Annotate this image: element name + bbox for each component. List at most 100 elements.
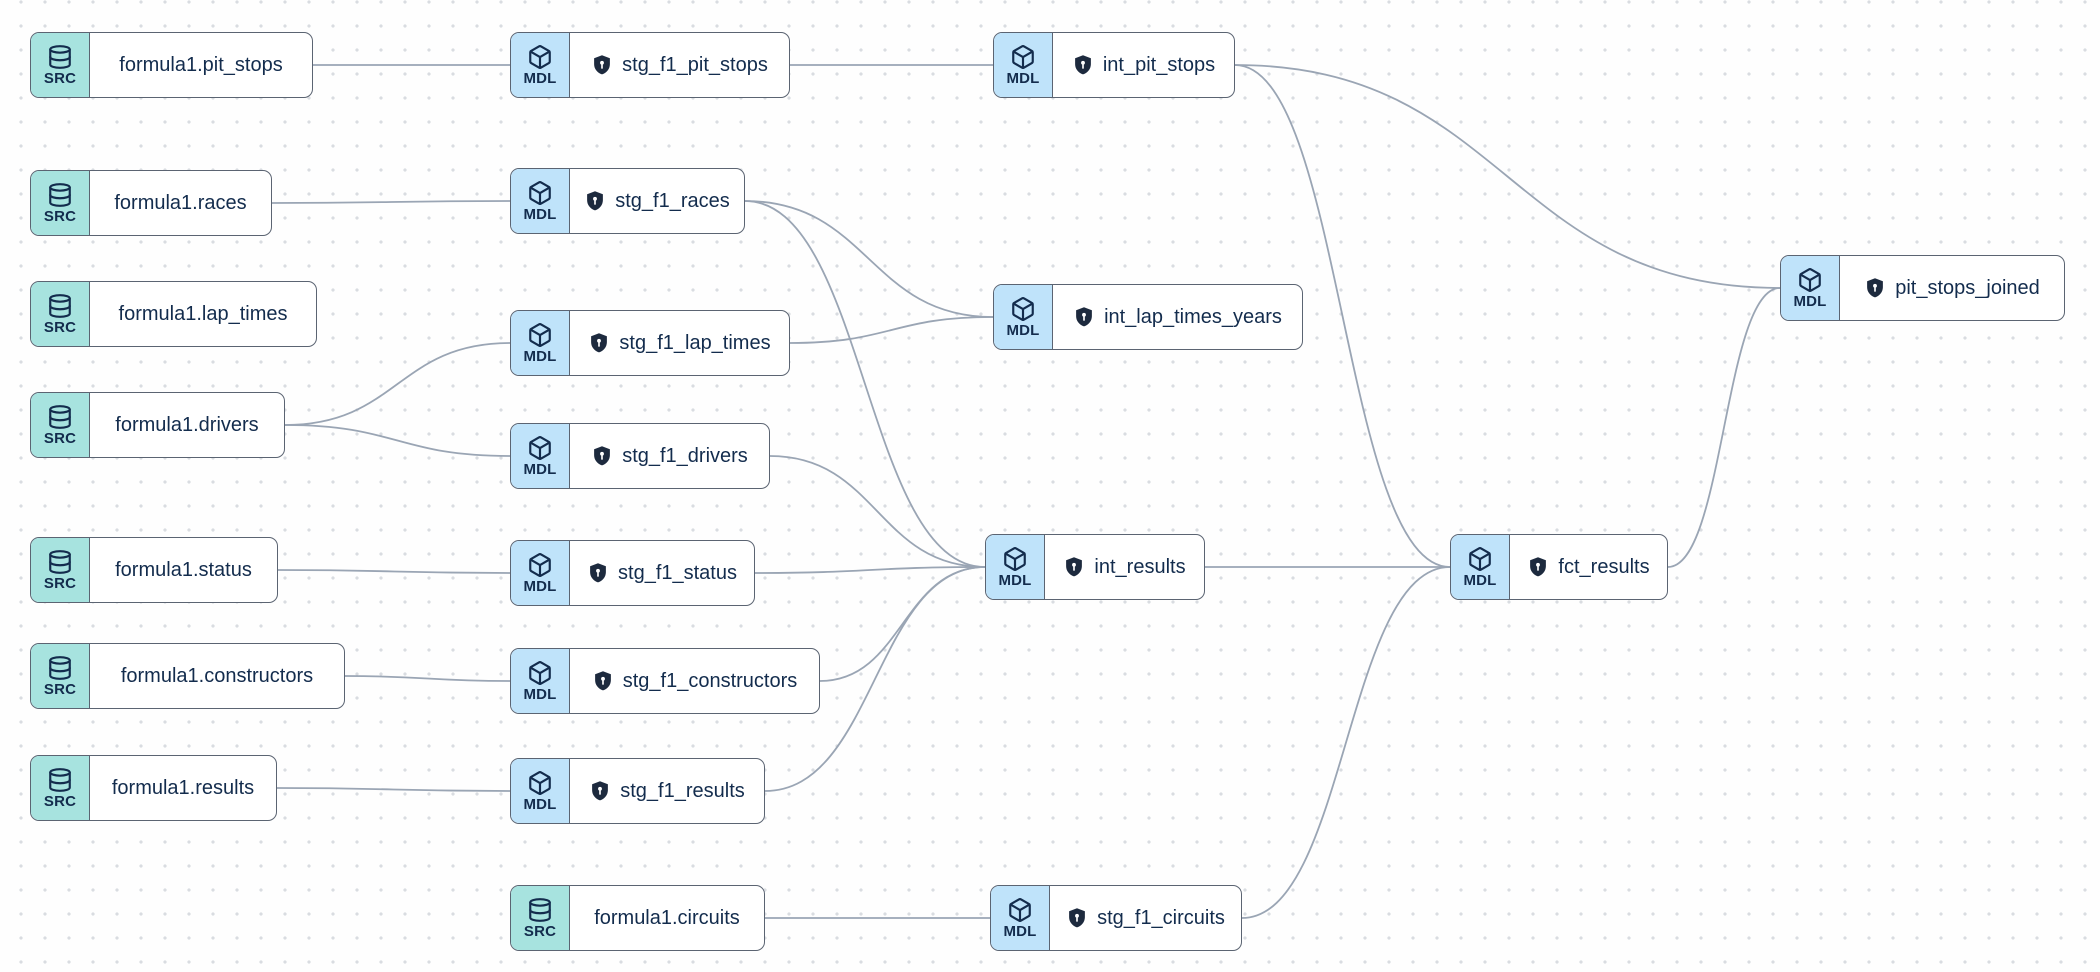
badge-label: SRC bbox=[43, 429, 77, 447]
node-label: formula1.drivers bbox=[115, 414, 259, 436]
node-src_status[interactable]: SRC formula1.status bbox=[30, 537, 278, 603]
node-type-badge: MDL bbox=[511, 759, 570, 823]
badge-label: MDL bbox=[1463, 571, 1497, 589]
node-src_results[interactable]: SRC formula1.results bbox=[30, 755, 277, 821]
cube-icon bbox=[527, 770, 553, 796]
shield-lock-icon bbox=[587, 562, 609, 584]
cube-icon bbox=[527, 180, 553, 206]
node-pit_stops_joined[interactable]: MDL pit_stops_joined bbox=[1780, 255, 2065, 321]
cube-icon bbox=[1467, 546, 1493, 572]
node-body: formula1.results bbox=[90, 756, 276, 820]
node-type-badge: MDL bbox=[511, 169, 570, 233]
shield-lock-icon bbox=[1066, 907, 1088, 929]
node-stg_f1_circuits[interactable]: MDL stg_f1_circuits bbox=[990, 885, 1242, 951]
edge-int_pit_stops-to-pit_stops_joined bbox=[1234, 64, 1781, 289]
node-type-badge: MDL bbox=[511, 311, 570, 375]
edge-src_drivers-to-stg_f1_drivers bbox=[284, 424, 511, 457]
node-stg_f1_drivers[interactable]: MDL stg_f1_drivers bbox=[510, 423, 770, 489]
node-src_constructors[interactable]: SRC formula1.constructors bbox=[30, 643, 345, 709]
node-type-badge: SRC bbox=[31, 282, 90, 346]
node-body: stg_f1_lap_times bbox=[570, 311, 789, 375]
node-src_circuits[interactable]: SRC formula1.circuits bbox=[510, 885, 765, 951]
node-type-badge: MDL bbox=[511, 424, 570, 488]
cube-icon bbox=[1007, 897, 1033, 923]
edge-stg_f1_circuits-to-fct_results bbox=[1241, 566, 1451, 919]
node-label: formula1.constructors bbox=[120, 665, 314, 687]
node-body: formula1.drivers bbox=[90, 393, 284, 457]
node-body: pit_stops_joined bbox=[1840, 256, 2064, 320]
node-src_lap_times[interactable]: SRC formula1.lap_times bbox=[30, 281, 317, 347]
shield-lock-icon bbox=[1063, 556, 1085, 578]
node-body: int_lap_times_years bbox=[1053, 285, 1302, 349]
node-body: int_results bbox=[1045, 535, 1204, 599]
node-fct_results[interactable]: MDL fct_results bbox=[1450, 534, 1668, 600]
badge-label: MDL bbox=[523, 69, 557, 87]
edge-stg_f1_constructors-to-int_results bbox=[819, 566, 986, 682]
node-stg_f1_pit_stops[interactable]: MDL stg_f1_pit_stops bbox=[510, 32, 790, 98]
edge-src_status-to-stg_f1_status bbox=[277, 569, 511, 574]
node-type-badge: MDL bbox=[1451, 535, 1510, 599]
edge-int_pit_stops-to-fct_results bbox=[1234, 64, 1451, 568]
badge-label: SRC bbox=[523, 922, 557, 940]
node-body: stg_f1_results bbox=[570, 759, 764, 823]
node-type-badge: MDL bbox=[511, 541, 570, 605]
shield-lock-icon bbox=[591, 445, 613, 467]
badge-label: MDL bbox=[523, 347, 557, 365]
node-label: stg_f1_results bbox=[620, 780, 745, 802]
edge-src_races-to-stg_f1_races bbox=[271, 200, 511, 204]
database-icon bbox=[47, 293, 73, 319]
node-label: formula1.lap_times bbox=[118, 303, 288, 325]
node-src_races[interactable]: SRC formula1.races bbox=[30, 170, 272, 236]
database-icon bbox=[47, 655, 73, 681]
node-int_pit_stops[interactable]: MDL int_pit_stops bbox=[993, 32, 1235, 98]
edge-stg_f1_lap_times-to-int_lap_times_years bbox=[789, 316, 994, 344]
cube-icon bbox=[527, 435, 553, 461]
edge-src_drivers-to-stg_f1_lap_times bbox=[284, 342, 511, 426]
node-stg_f1_constructors[interactable]: MDL stg_f1_constructors bbox=[510, 648, 820, 714]
cube-icon bbox=[527, 660, 553, 686]
shield-lock-icon bbox=[584, 190, 606, 212]
cube-icon bbox=[1010, 296, 1036, 322]
shield-lock-icon bbox=[589, 780, 611, 802]
node-label: int_pit_stops bbox=[1102, 54, 1216, 76]
badge-label: MDL bbox=[523, 795, 557, 813]
badge-label: MDL bbox=[1003, 922, 1037, 940]
node-src_drivers[interactable]: SRC formula1.drivers bbox=[30, 392, 285, 458]
node-body: stg_f1_status bbox=[570, 541, 754, 605]
node-int_results[interactable]: MDL int_results bbox=[985, 534, 1205, 600]
node-stg_f1_results[interactable]: MDL stg_f1_results bbox=[510, 758, 765, 824]
badge-label: MDL bbox=[523, 205, 557, 223]
node-type-badge: MDL bbox=[986, 535, 1045, 599]
node-body: stg_f1_drivers bbox=[570, 424, 769, 488]
database-icon bbox=[47, 767, 73, 793]
node-type-badge: SRC bbox=[31, 756, 90, 820]
node-type-badge: MDL bbox=[511, 649, 570, 713]
badge-label: MDL bbox=[1006, 69, 1040, 87]
badge-label: MDL bbox=[1793, 292, 1827, 310]
node-stg_f1_lap_times[interactable]: MDL stg_f1_lap_times bbox=[510, 310, 790, 376]
node-src_pit_stops[interactable]: SRC formula1.pit_stops bbox=[30, 32, 313, 98]
node-body: formula1.status bbox=[90, 538, 277, 602]
node-label: stg_f1_constructors bbox=[622, 670, 798, 692]
cube-icon bbox=[527, 322, 553, 348]
edge-src_results-to-stg_f1_results bbox=[276, 787, 511, 792]
node-body: stg_f1_constructors bbox=[570, 649, 819, 713]
edge-stg_f1_drivers-to-int_results bbox=[769, 455, 986, 568]
node-label: stg_f1_pit_stops bbox=[622, 54, 768, 76]
edge-stg_f1_races-to-int_lap_times_years bbox=[744, 200, 994, 318]
node-body: formula1.circuits bbox=[570, 886, 764, 950]
node-body: fct_results bbox=[1510, 535, 1667, 599]
node-label: stg_f1_circuits bbox=[1097, 907, 1225, 929]
node-stg_f1_status[interactable]: MDL stg_f1_status bbox=[510, 540, 755, 606]
badge-label: MDL bbox=[523, 577, 557, 595]
node-type-badge: MDL bbox=[511, 33, 570, 97]
node-int_lap_times_years[interactable]: MDL int_lap_times_years bbox=[993, 284, 1303, 350]
node-stg_f1_races[interactable]: MDL stg_f1_races bbox=[510, 168, 745, 234]
database-icon bbox=[47, 44, 73, 70]
cube-icon bbox=[1797, 267, 1823, 293]
badge-label: MDL bbox=[998, 571, 1032, 589]
edge-stg_f1_status-to-int_results bbox=[754, 566, 986, 574]
node-label: fct_results bbox=[1558, 556, 1650, 578]
shield-lock-icon bbox=[1072, 54, 1094, 76]
